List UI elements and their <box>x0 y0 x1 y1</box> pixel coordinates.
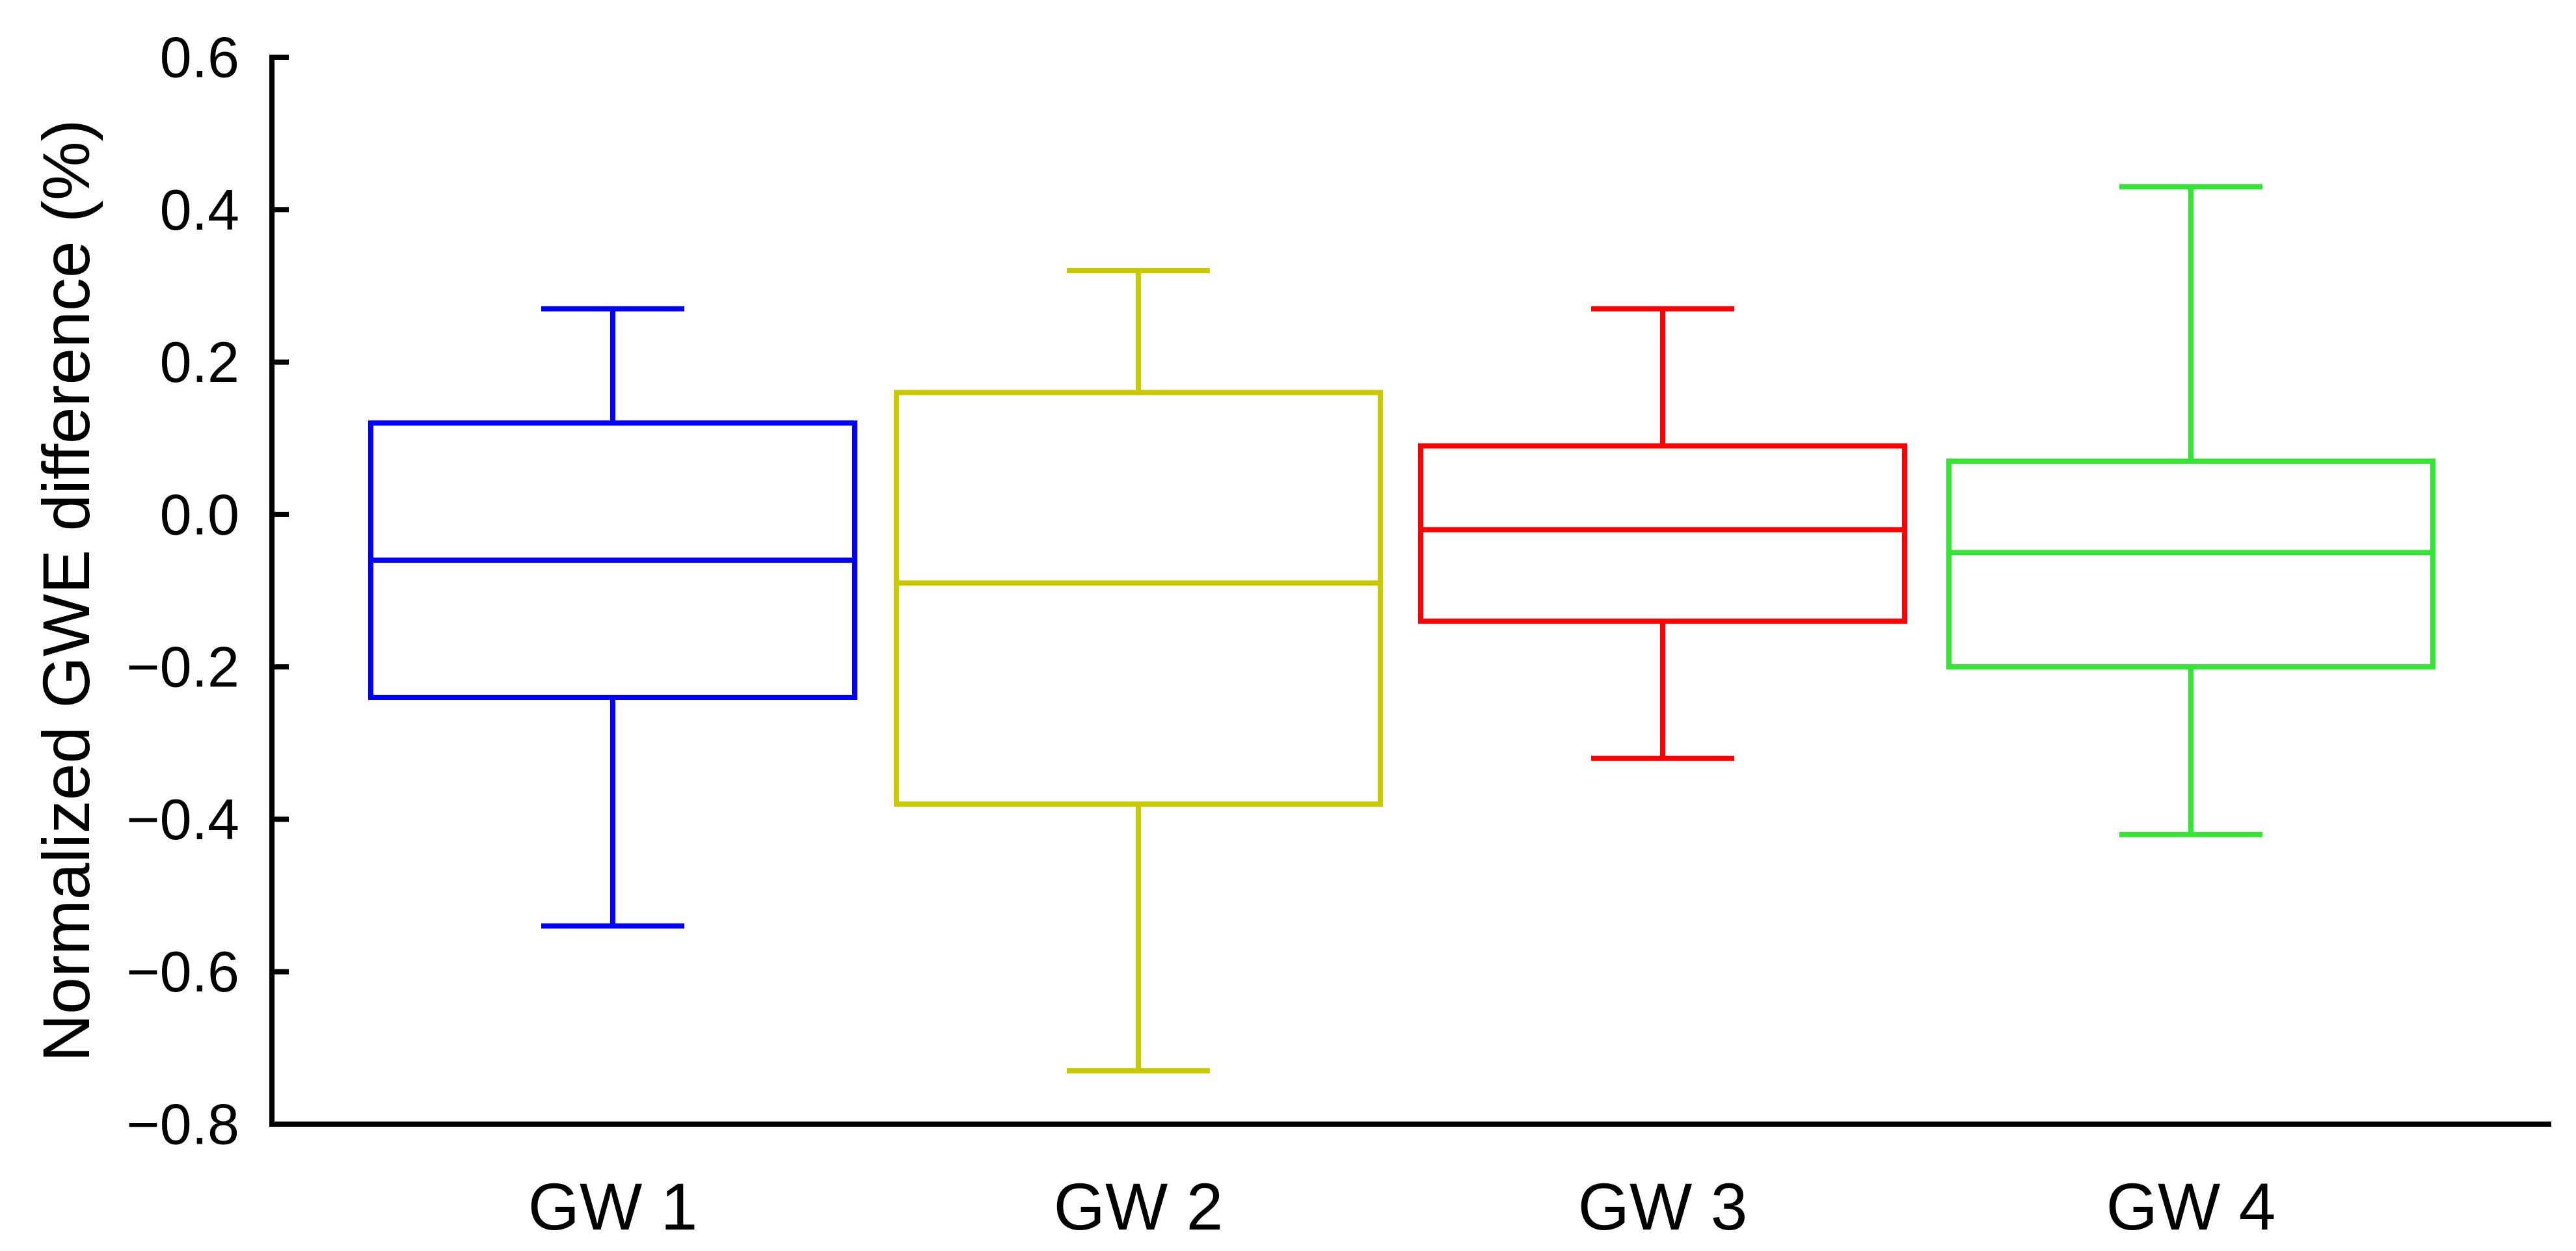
y-tick-label: 0.2 <box>160 330 239 394</box>
y-tick-label: 0.0 <box>160 482 239 546</box>
y-tick-label: −0.4 <box>126 787 239 852</box>
y-tick-label: 0.4 <box>160 178 239 242</box>
axis-spines <box>269 55 2551 1127</box>
y-tick-label: −0.6 <box>126 939 239 1004</box>
x-category-label-3: GW 3 <box>1578 1170 1748 1244</box>
x-category-label-1: GW 1 <box>528 1170 698 1244</box>
x-category-label-2: GW 2 <box>1054 1170 1224 1244</box>
iqr-box-2 <box>894 390 1383 807</box>
y-tick-label: 0.6 <box>160 25 239 90</box>
iqr-box-3 <box>1418 443 1907 624</box>
y-tick-label: −0.8 <box>126 1092 239 1157</box>
y-tick-label: −0.2 <box>126 635 239 699</box>
iqr-box-4 <box>1946 458 2435 670</box>
y-axis-title: Normalized GWE difference (%) <box>29 119 103 1062</box>
x-category-label-4: GW 4 <box>2106 1170 2276 1244</box>
